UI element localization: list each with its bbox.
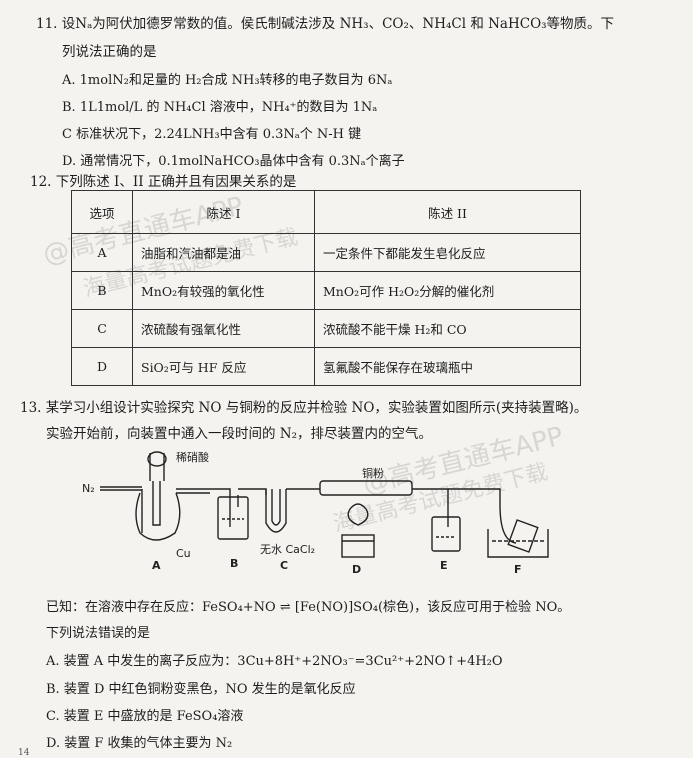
diagram-label-a: A <box>152 559 161 572</box>
diagram-label-cu: Cu <box>176 547 191 560</box>
table-header-statement-1: 陈述 I <box>132 190 315 234</box>
table-cell: 氢氟酸不能保存在玻璃瓶中 <box>314 347 581 386</box>
q13-option-c: C. 装置 E 中盛放的是 FeSO₄溶液 <box>46 709 244 724</box>
diagram-label-c: C <box>280 559 288 572</box>
diagram-label-f: F <box>514 563 522 576</box>
page-mark: 14 <box>18 748 30 758</box>
q13-option-a: A. 装置 A 中发生的离子反应为：3Cu+8H⁺+2NO₃⁻=3Cu²⁺+2N… <box>46 654 503 669</box>
q11-option-d: D. 通常情况下，0.1molNaHCO₃晶体中含有 0.3Nₐ个离子 <box>62 154 405 169</box>
apparatus-diagram: N₂ 稀硝酸 Cu A B 无水 CaCl₂ C 铜粉 D E F <box>82 450 549 576</box>
table-header-row: 选项 陈述 I 陈述 II <box>71 190 581 234</box>
table-row: C 浓硫酸有强氧化性 浓硫酸不能干燥 H₂和 CO <box>71 309 581 348</box>
table-cell: 油脂和汽油都是油 <box>132 233 315 272</box>
table-cell: MnO₂可作 H₂O₂分解的催化剂 <box>314 271 581 310</box>
diagram-label-acid: 稀硝酸 <box>176 450 209 464</box>
diagram-label-d: D <box>352 563 361 576</box>
q11-option-a: A. 1molN₂和足量的 H₂合成 NH₃转移的电子数目为 6Nₐ <box>62 73 393 88</box>
table-cell: 浓硫酸不能干燥 H₂和 CO <box>314 309 581 348</box>
q12-stem: 12. 下列陈述 I、II 正确并且有因果关系的是 <box>30 174 297 190</box>
diagram-label-cacl2: 无水 CaCl₂ <box>260 543 315 556</box>
table-cell: A <box>71 233 133 272</box>
q11-option-c: C 标准状况下，2.24LNH₃中含有 0.3Nₐ个 N-H 键 <box>62 127 362 142</box>
q13-stem-line2: 实验开始前，向装置中通入一段时间的 N₂，排尽装置内的空气。 <box>46 426 433 442</box>
diagram-label-copper-powder: 铜粉 <box>362 466 384 480</box>
table-row: A 油脂和汽油都是油 一定条件下都能发生皂化反应 <box>71 233 581 272</box>
table-row: D SiO₂可与 HF 反应 氢氟酸不能保存在玻璃瓶中 <box>71 347 581 386</box>
q12-table: 选项 陈述 I 陈述 II A 油脂和汽油都是油 一定条件下都能发生皂化反应 B… <box>71 190 581 386</box>
diagram-label-n2: N₂ <box>82 482 95 495</box>
diagram-label-e: E <box>440 559 448 572</box>
q13-stem-line1: 13. 某学习小组设计实验探究 NO 与铜粉的反应并检验 NO，实验装置如图所示… <box>20 400 588 416</box>
table-cell: MnO₂有较强的氧化性 <box>132 271 315 310</box>
table-cell: SiO₂可与 HF 反应 <box>132 347 315 386</box>
table-cell: 浓硫酸有强氧化性 <box>132 309 315 348</box>
q11-stem-line2: 列说法正确的是 <box>62 44 157 60</box>
table-cell: C <box>71 309 133 348</box>
diagram-label-b: B <box>230 557 238 570</box>
q11-stem-line1: 11. 设Nₐ为阿伏加德罗常数的值。侯氏制碱法涉及 NH₃、CO₂、NH₄Cl … <box>36 16 615 32</box>
table-cell: 一定条件下都能发生皂化反应 <box>314 233 581 272</box>
q11-option-b: B. 1L1mol/L 的 NH₄Cl 溶液中，NH₄⁺的数目为 1Nₐ <box>62 100 378 115</box>
table-cell: B <box>71 271 133 310</box>
table-row: B MnO₂有较强的氧化性 MnO₂可作 H₂O₂分解的催化剂 <box>71 271 581 310</box>
q13-ask: 下列说法错误的是 <box>46 626 151 641</box>
table-cell: D <box>71 347 133 386</box>
q13-option-d: D. 装置 F 收集的气体主要为 N₂ <box>46 736 233 751</box>
table-header-option: 选项 <box>71 190 133 234</box>
table-header-statement-2: 陈述 II <box>314 190 581 234</box>
q13-option-b: B. 装置 D 中红色铜粉变黑色，NO 发生的是氧化反应 <box>46 682 356 697</box>
q13-known-reaction: 已知：在溶液中存在反应：FeSO₄+NO ⇌ [Fe(NO)]SO₄(棕色)，该… <box>46 600 571 615</box>
